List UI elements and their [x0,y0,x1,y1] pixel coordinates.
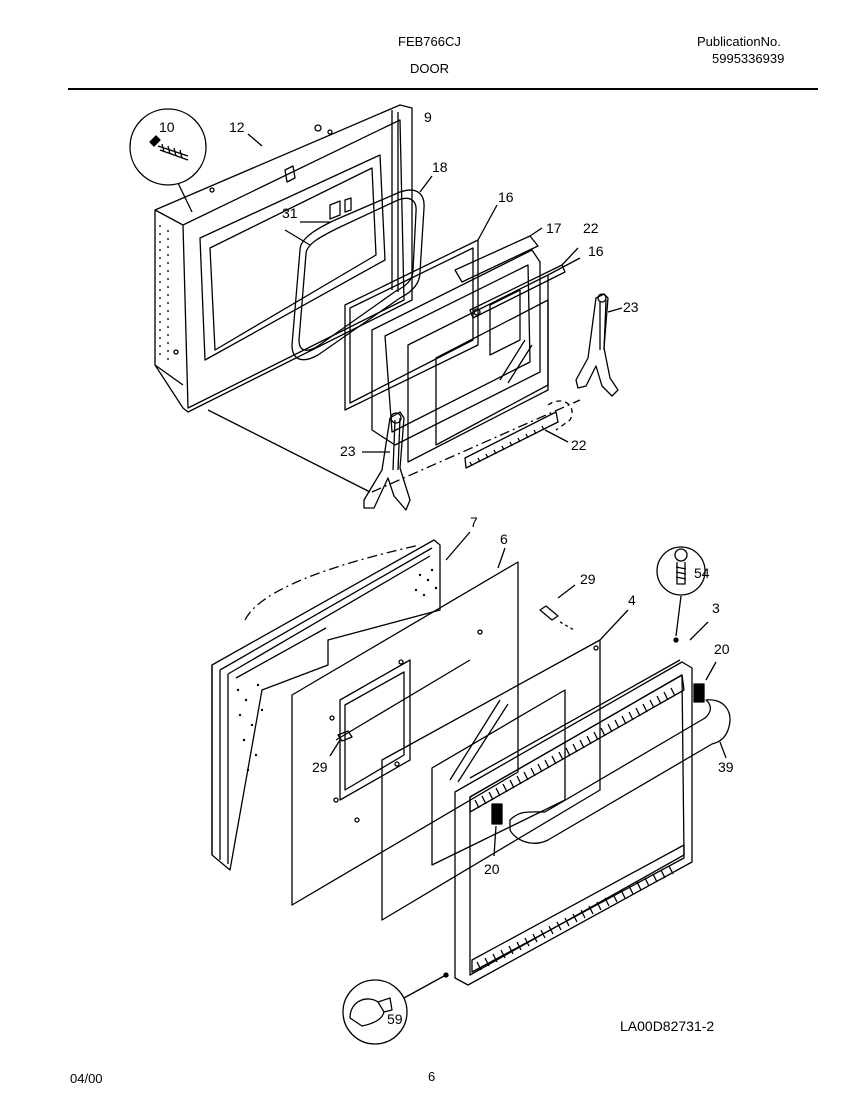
part-3-outer-door-frame [454,621,709,986]
revision-date: 04/00 [70,1071,103,1086]
callout-29-upper: 29 [580,571,596,587]
callout-9: 9 [424,109,432,125]
callout-7: 7 [470,514,478,530]
callout-12: 12 [229,119,245,135]
part-16-window-glass-front [407,257,581,463]
callout-6: 6 [500,531,508,547]
drawing-id: LA00D82731-2 [620,1018,715,1034]
part-6-inner-door-liner [291,547,519,906]
callout-3: 3 [712,600,720,616]
callout-18: 18 [432,159,448,175]
callout-4: 4 [628,592,636,608]
part-54-screw-detail [656,546,706,643]
callout-29-lower: 29 [312,759,328,775]
callout-23-left: 23 [340,443,356,459]
part-59-clip-detail [342,972,449,1045]
part-18-door-gasket [291,175,433,361]
callout-31: 31 [282,205,298,221]
callout-54: 54 [694,565,710,581]
callout-22-upper: 22 [583,220,599,236]
part-20-handle-cap-left [491,803,503,857]
callout-20-left: 20 [484,861,500,877]
section-title: DOOR [410,61,449,76]
part-9-inner-door-panel [154,104,413,413]
part-39-door-handle [509,699,731,844]
part-29-pin-upper [539,584,576,631]
part-16-window-glass-rear [344,204,498,411]
publication-number: 5995336939 [712,51,785,66]
part-29-pin-lower [329,730,353,757]
publication-label: PublicationNo. [697,34,781,49]
callout-10: 10 [159,119,175,135]
callout-16-front: 16 [588,243,604,259]
callout-16-rear: 16 [498,189,514,205]
part-4-outer-glass [381,609,629,921]
callout-20-right: 20 [714,641,730,657]
callout-39: 39 [718,759,734,775]
model-number: FEB766CJ [398,34,461,49]
callout-23-right: 23 [623,299,639,315]
page-number: 6 [428,1069,436,1084]
part-22-bracket-upper [469,247,579,319]
part-17-glass-spacer [371,227,543,446]
part-7-door-insulation [211,531,471,871]
callout-22-lower: 22 [571,437,587,453]
callout-17: 17 [546,220,562,236]
part-23-hinge-left [362,411,411,511]
part-23-hinge-right [575,293,623,397]
header-rule [68,88,818,90]
part-20-handle-cap-right [693,661,717,703]
callout-59: 59 [387,1011,403,1027]
